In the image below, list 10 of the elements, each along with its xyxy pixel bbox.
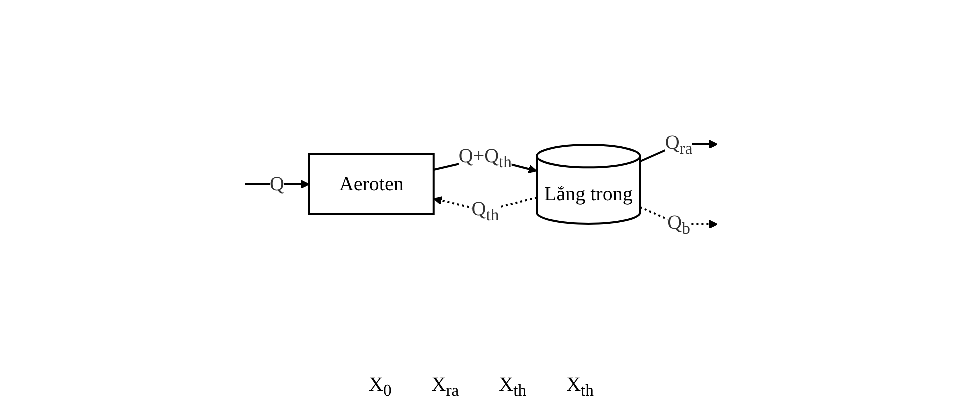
edge-label: Q$_{th}$ [472, 198, 500, 224]
edge-label: Q$_{b}$ [668, 212, 691, 238]
stream-label: X$_{th}$ [499, 374, 527, 401]
stream-label: X$_{th}$ [566, 374, 594, 401]
node-box: Aeroten [308, 153, 435, 215]
edge-label: Q [270, 173, 285, 195]
edge-label: Q$_{ra}$ [665, 132, 693, 158]
stream-label: X$_{ra}$ [432, 374, 460, 401]
edge-label: Q+Q$_{th}$ [459, 145, 512, 171]
stream-label: X$_{0}$ [368, 374, 392, 401]
